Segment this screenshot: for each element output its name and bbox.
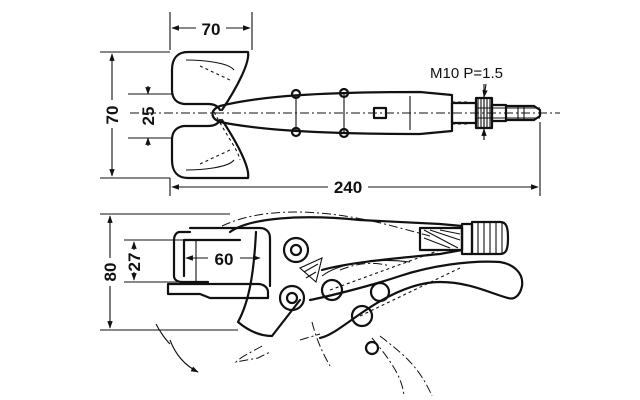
dim-side-height-label: 80 [101, 263, 120, 282]
dimension-jaw-width: 70 [169, 12, 253, 50]
dimension-side-height: 80 [96, 213, 238, 331]
dimension-head-height: 70 [98, 51, 170, 179]
lower-handle-side [308, 249, 524, 356]
side-view: 80 27 60 [96, 211, 524, 397]
dim-jaw-length-label: 60 [215, 250, 234, 269]
open-position-phantom [155, 211, 433, 397]
dim-jaw-width-label: 70 [202, 20, 221, 39]
dimension-overall-length: 240 [169, 122, 541, 197]
dim-jaw-gap-label: 25 [139, 107, 158, 126]
clamp-frame-side [166, 226, 272, 300]
upper-handle-side [228, 216, 510, 338]
clamp-head-top [170, 50, 250, 180]
dimension-jaw-gap: 25 [128, 86, 172, 146]
dim-overall-length-label: 240 [334, 178, 362, 197]
dimension-jaw-length: 60 [185, 248, 261, 269]
dim-jaw-depth-label: 27 [125, 253, 144, 272]
top-view: 70 70 25 240 M10 P=1.5 [98, 12, 560, 197]
thread-note-label: M10 P=1.5 [430, 65, 503, 82]
dimension-jaw-depth: 27 [124, 239, 184, 283]
dim-head-height-label: 70 [103, 106, 122, 125]
thread-note: M10 P=1.5 [430, 65, 503, 140]
